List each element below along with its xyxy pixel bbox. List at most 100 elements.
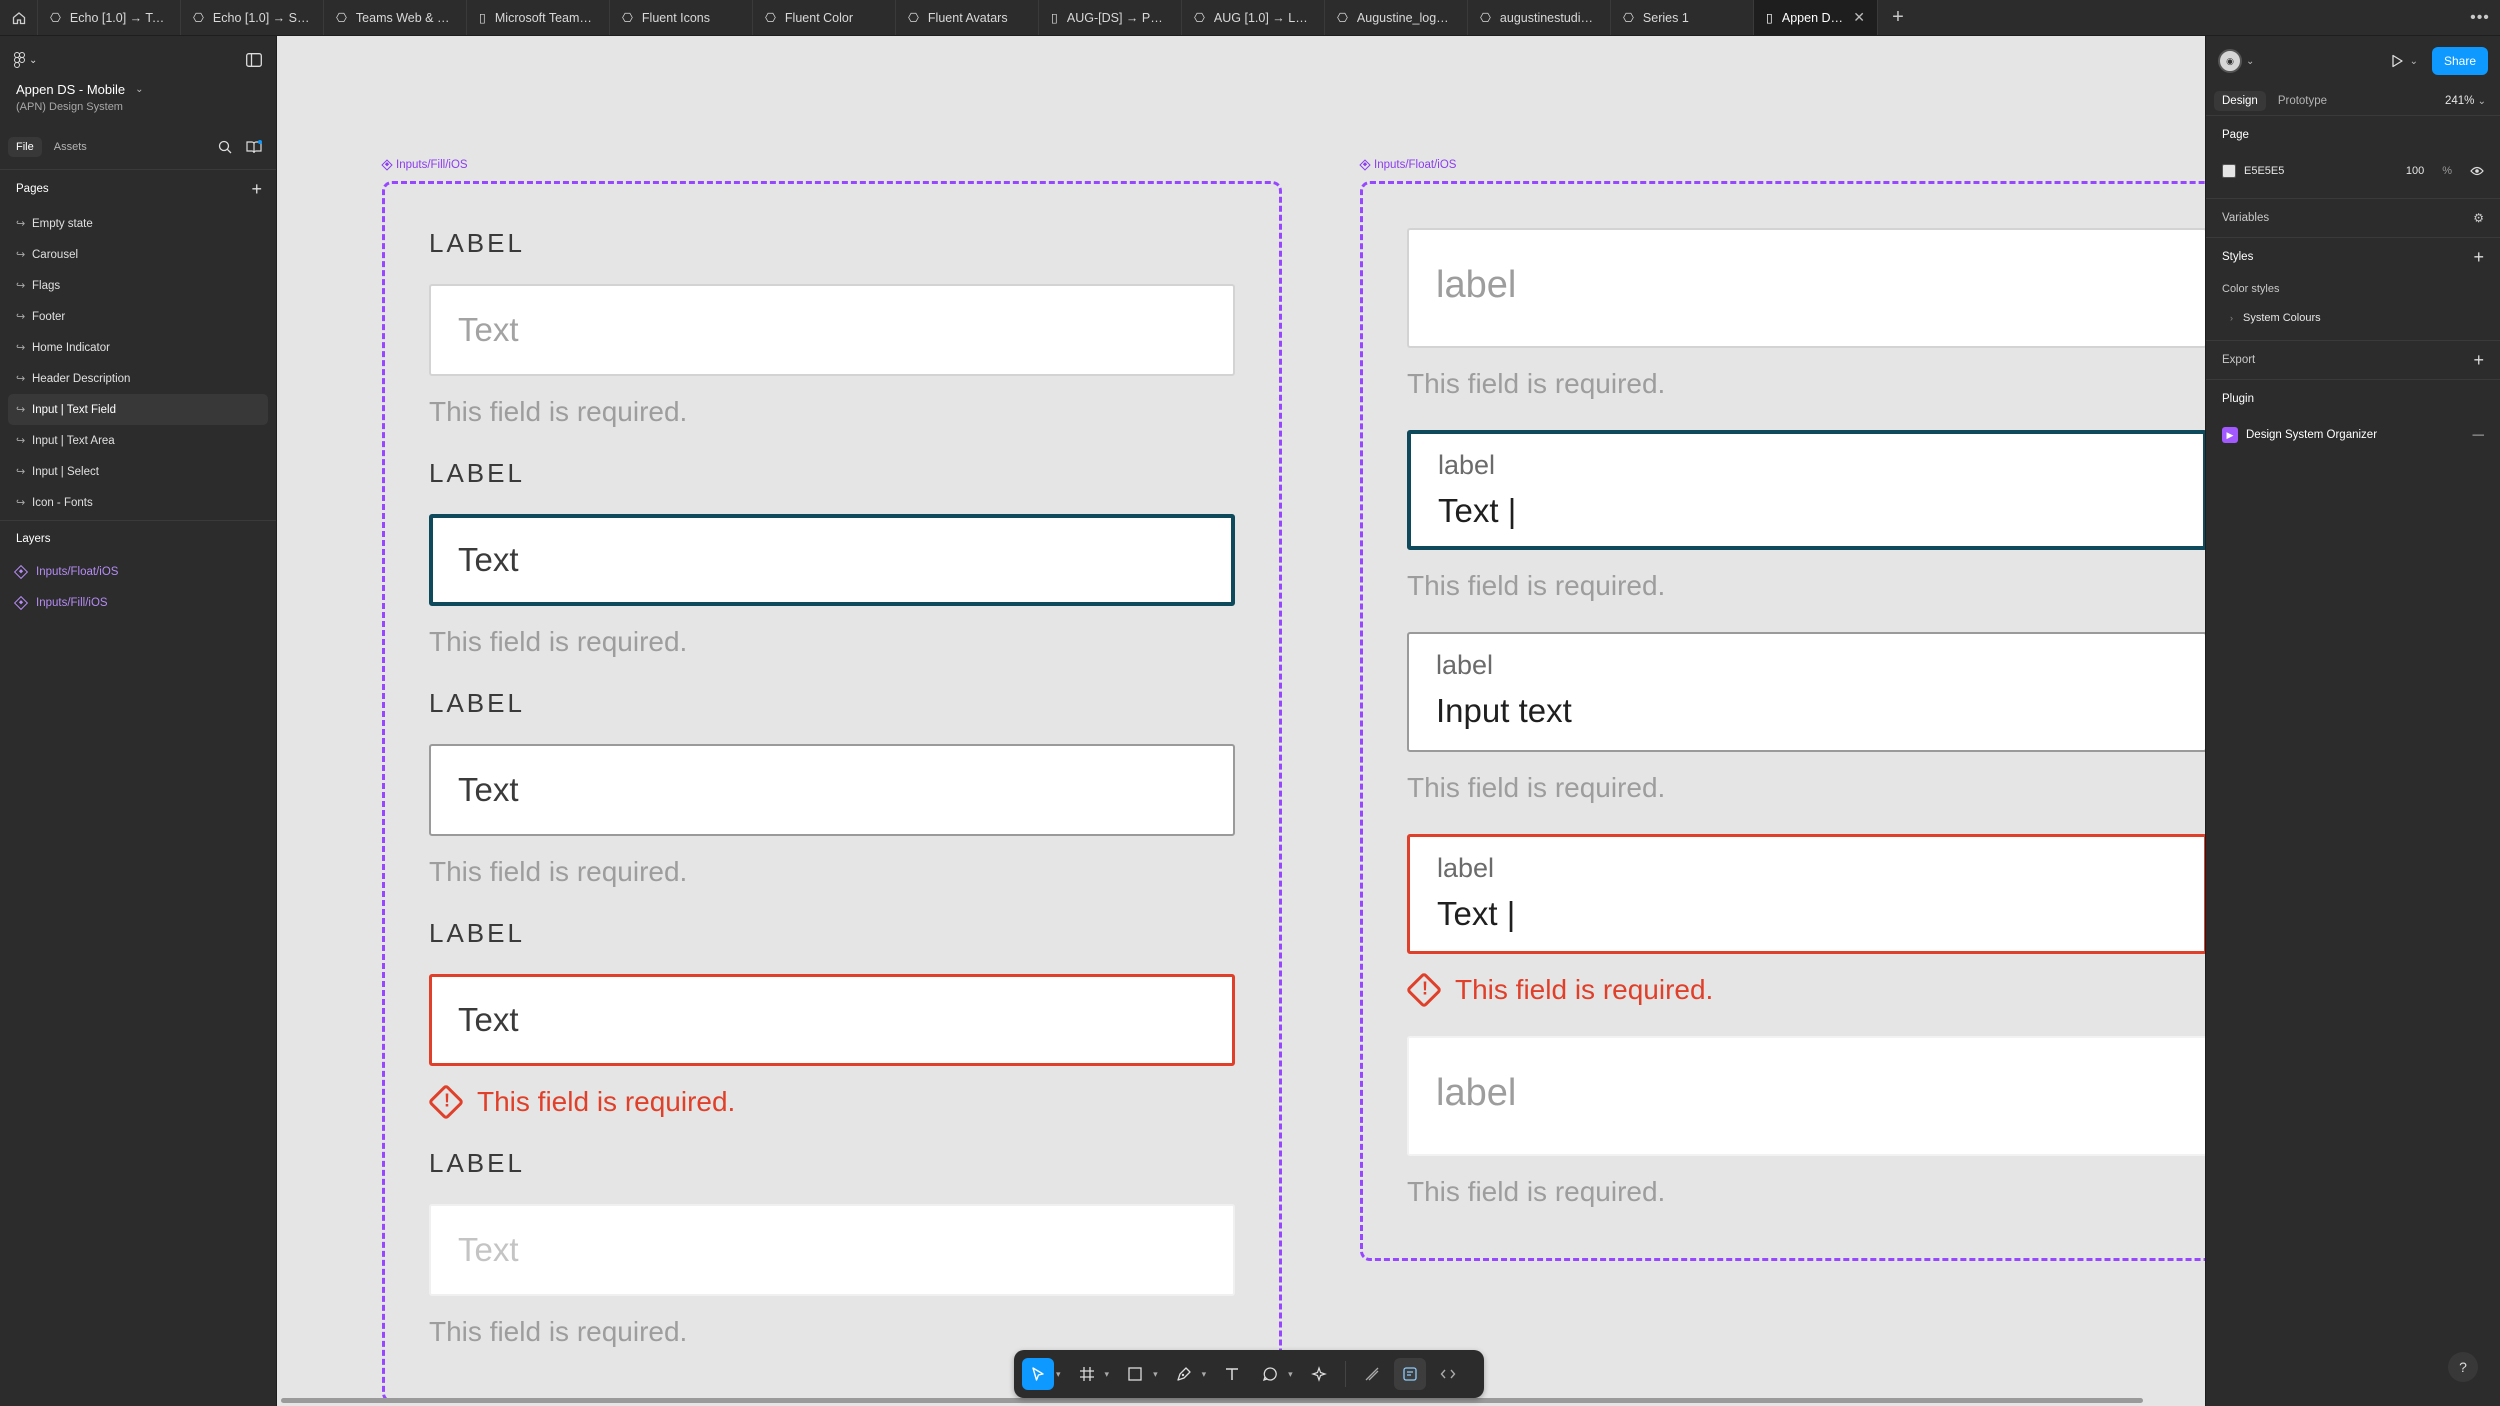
tab-fluent-icons[interactable]: ⎔Fluent Icons [610, 0, 753, 35]
layer-item-inputs-float[interactable]: Inputs/Float/iOS [0, 556, 276, 587]
file-icon: ⎔ [765, 11, 776, 25]
zoom-level[interactable]: 241% ⌄ [2444, 94, 2486, 107]
tab-ms-teams-kit[interactable]: ▯Microsoft Teams UI Kit (Calli [467, 0, 610, 35]
float-field-focused[interactable]: label Text | [1407, 430, 2205, 550]
tab-prototype[interactable]: Prototype [2277, 94, 2328, 107]
main-menu-button[interactable]: ⌄ [14, 52, 37, 68]
tab-echo-teams[interactable]: ⎔Echo [1.0] → Teams Nudge [38, 0, 181, 35]
page-item-header-description[interactable]: ↪Header Description [16, 372, 131, 386]
page-item-input-select[interactable]: ↪Input | Select [16, 465, 99, 479]
left-panel: ⌄ Appen DS - Mobile⌄ (APN) Design System… [0, 36, 277, 1406]
tab-echo-slack[interactable]: ⎔Echo [1.0] → Slack Nudge [181, 0, 324, 35]
float-frame-label[interactable]: Inputs/Float/iOS [1359, 159, 1456, 171]
more-options-icon[interactable]: ••• [2470, 8, 2490, 26]
frame-tool-icon[interactable] [1071, 1358, 1103, 1390]
add-page-plus-icon[interactable]: + [251, 178, 262, 199]
plugin-heading: Plugin [2222, 393, 2254, 405]
avatar[interactable]: ◉ [2218, 49, 2242, 73]
comment-tool-icon[interactable] [1254, 1358, 1286, 1390]
fill-frame-label[interactable]: Inputs/Fill/iOS [381, 159, 468, 171]
page-item-footer[interactable]: ↪Footer [16, 310, 66, 324]
helper-text: This field is required. [429, 856, 688, 887]
page-item-icon-fonts[interactable]: ↪Icon - Fonts [16, 496, 93, 510]
page-item-flags[interactable]: ↪Flags [16, 279, 61, 293]
text-field-focused[interactable]: Text [429, 514, 1235, 606]
chevron-down-icon[interactable]: ▾ [1201, 1368, 1207, 1379]
tab-augustinestudio-logo[interactable]: ⎔augustinestudio_logo_v1 [1468, 0, 1611, 35]
add-export-plus-icon[interactable]: + [2473, 349, 2484, 370]
helper-text: This field is required. [1407, 570, 1666, 601]
design-mode-icon[interactable] [1393, 1358, 1426, 1390]
home-icon[interactable] [0, 0, 38, 35]
new-tab-plus-icon[interactable]: + [1892, 6, 1904, 28]
page-item-empty-state[interactable]: ↪Empty state [16, 217, 93, 231]
style-group-system-colours[interactable]: ›System Colours [2230, 312, 2321, 324]
page-item-carousel[interactable]: ↪Carousel [16, 248, 79, 262]
chevron-down-icon[interactable]: ▾ [1056, 1368, 1061, 1379]
float-field-filled[interactable]: label Input text [1407, 632, 2205, 752]
chevron-down-icon[interactable]: ⌄ [2409, 55, 2418, 67]
tab-aug-ds[interactable]: ▯AUG-[DS] → Patterns & Com [1039, 0, 1182, 35]
pen-tool-icon[interactable] [1168, 1358, 1200, 1390]
move-tool-icon[interactable] [1022, 1358, 1054, 1390]
tab-assets[interactable]: Assets [53, 141, 87, 153]
float-field-disabled[interactable]: label [1407, 1036, 2205, 1156]
float-field-error[interactable]: label Text | [1407, 834, 2205, 954]
page-color-swatch[interactable] [2222, 164, 2236, 178]
book-icon: ▯ [1766, 11, 1773, 25]
variables-heading: Variables [2222, 212, 2270, 224]
remove-minus-icon[interactable]: — [2472, 429, 2485, 441]
tab-aug-landing[interactable]: ⎔AUG [1.0] → Landing [1182, 0, 1325, 35]
dev-mode-icon[interactable] [1432, 1358, 1464, 1390]
helper-text: This field is required. [1407, 368, 1666, 399]
page-opacity-value[interactable]: 100 [2405, 165, 2425, 177]
help-icon[interactable]: ? [2448, 1352, 2478, 1382]
text-field-filled[interactable]: Text [429, 744, 1235, 836]
tab-file[interactable]: File [8, 137, 42, 157]
chevron-down-icon[interactable]: ▾ [1153, 1368, 1158, 1379]
component-icon [381, 159, 393, 171]
eye-icon[interactable] [2470, 166, 2484, 176]
canvas[interactable]: Inputs/Fill/iOS LABEL Text This field is… [277, 36, 2205, 1406]
draw-mode-icon[interactable] [1356, 1358, 1388, 1390]
chevron-down-icon[interactable]: ▾ [1104, 1368, 1110, 1379]
present-play-icon[interactable] [2390, 54, 2404, 68]
float-field-default[interactable]: label [1407, 228, 2205, 348]
tab-series-1[interactable]: ⎔Series 1 [1611, 0, 1754, 35]
text-field-disabled[interactable]: Text [429, 1204, 1235, 1296]
file-icon: ⎔ [1480, 11, 1491, 25]
page-item-input-text-field[interactable]: ↪Input | Text Field [8, 394, 268, 425]
library-icon[interactable] [246, 140, 262, 154]
actions-tool-icon[interactable] [1303, 1358, 1335, 1390]
text-field-default[interactable]: Text [429, 284, 1235, 376]
link-arrow-icon: ↪ [16, 373, 26, 385]
search-icon[interactable] [218, 140, 232, 154]
tab-augustine-logo[interactable]: ⎔Augustine_logo_v1 [1325, 0, 1468, 35]
tab-teams-web[interactable]: ⎔Teams Web & Desktop [324, 0, 467, 35]
link-arrow-icon: ↪ [16, 404, 26, 416]
variables-settings-icon[interactable]: ⚙ [2473, 211, 2484, 225]
tab-fluent-color[interactable]: ⎔Fluent Color [753, 0, 896, 35]
text-tool-icon[interactable] [1216, 1358, 1248, 1390]
text-field-error[interactable]: Text [429, 974, 1235, 1066]
sidebar-toggle-icon[interactable] [246, 53, 262, 67]
share-button[interactable]: Share [2431, 47, 2488, 75]
tab-fluent-avatars[interactable]: ⎔Fluent Avatars [896, 0, 1039, 35]
add-style-plus-icon[interactable]: + [2473, 246, 2484, 267]
plugin-item[interactable]: ▶ Design System Organizer — [2222, 418, 2484, 452]
rectangle-tool-icon[interactable] [1119, 1358, 1151, 1390]
page-color-value[interactable]: E5E5E5 [2244, 165, 2285, 177]
page-item-home-indicator[interactable]: ↪Home Indicator [16, 341, 110, 355]
project-title[interactable]: Appen DS - Mobile⌄ [16, 82, 144, 97]
page-item-input-text-area[interactable]: ↪Input | Text Area [16, 434, 115, 448]
link-arrow-icon: ↪ [16, 497, 26, 509]
horizontal-scrollbar[interactable] [281, 1398, 2143, 1403]
chevron-down-icon[interactable]: ⌄ [2246, 55, 2255, 67]
float-frame[interactable] [1360, 181, 2205, 1261]
tab-appen-ds[interactable]: ▯Appen DS - Mobile✕ [1754, 0, 1878, 35]
tab-design[interactable]: Design [2214, 90, 2266, 111]
book-icon: ▯ [1051, 11, 1058, 25]
chevron-down-icon[interactable]: ▾ [1288, 1368, 1293, 1379]
layer-item-inputs-fill[interactable]: Inputs/Fill/iOS [0, 587, 276, 618]
close-icon[interactable]: ✕ [1853, 9, 1865, 25]
